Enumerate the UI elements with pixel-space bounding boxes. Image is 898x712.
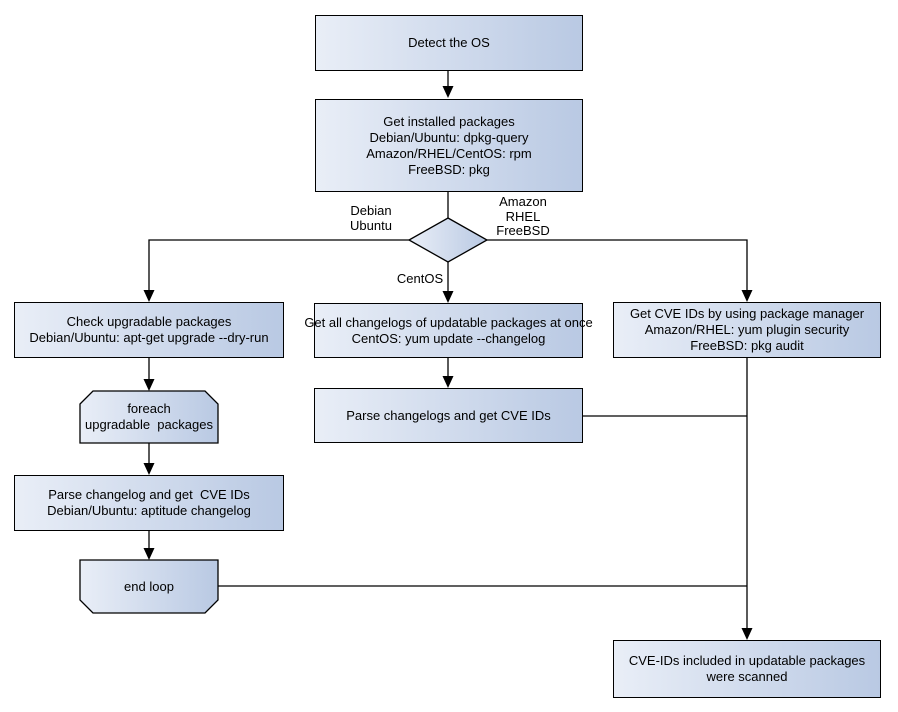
node-detect-os: Detect the OS — [315, 15, 583, 71]
node-text-line: Debian/Ubuntu: apt-get upgrade --dry-run — [29, 330, 269, 345]
edge-merge-to-result — [741, 358, 753, 640]
edge-detect-to-installed — [442, 71, 454, 98]
node-text-line: Parse changelog and get CVE IDs — [48, 487, 250, 502]
node-end-loop-shape — [79, 559, 219, 614]
node-text-line: Detect the OS — [408, 35, 490, 50]
node-text-line: Amazon/RHEL: yum plugin security — [644, 322, 850, 337]
node-foreach-loop-shape — [79, 390, 219, 444]
node-text-line: Debian/Ubuntu: aptitude changelog — [47, 503, 251, 518]
node-text-line: Debian — [350, 203, 392, 218]
node-text-line: Get all changelogs of updatable packages… — [304, 314, 593, 330]
node-text-line: Get installed packages — [383, 113, 515, 129]
node-text-line: Get CVE IDs by using package manager — [629, 306, 865, 321]
node-text-line: CentOS: yum update --changelog — [351, 330, 546, 346]
node-text-line: Debian/Ubuntu: dpkg-query — [369, 129, 529, 145]
node-text-line: FreeBSD: pkg — [408, 161, 490, 177]
edge-changelogs-to-parse-changelogs — [442, 358, 454, 388]
node-text-line: CVE-IDs included in updatable packages — [628, 653, 866, 668]
node-text-line: foreach — [127, 401, 171, 416]
node-parse-changelogs-centos: Parse changelogs and get CVE IDs — [314, 388, 583, 443]
edge-decision-to-get-all-changelogs — [442, 262, 454, 303]
edge-decision-to-check-upgradable — [143, 239, 409, 302]
edge-parse-changelog-to-end-loop — [143, 531, 155, 560]
node-text-line: upgradable packages — [85, 417, 213, 432]
node-text-line: Parse changelogs and get CVE IDs — [346, 407, 551, 423]
node-text-line: FreeBSD: pkg audit — [690, 338, 804, 353]
node-text-line: FreeBSD — [496, 223, 550, 238]
node-get-all-changelogs: Get all changelogs of updatable packages… — [304, 303, 593, 358]
edge-label-centos: CentOS — [370, 271, 470, 287]
edge-foreach-to-parse-changelog — [143, 443, 155, 475]
node-text-line: Amazon — [499, 194, 547, 209]
node-text-line: CentOS — [396, 271, 444, 286]
node-text-line: were scanned — [706, 669, 788, 684]
node-text-line: Ubuntu — [350, 217, 392, 233]
edge-decision-to-get-cve-ids — [487, 239, 753, 302]
edge-check-to-foreach — [143, 358, 155, 391]
node-text-line: Amazon/RHEL/CentOS: rpm — [366, 145, 532, 161]
node-os-decision-diamond — [407, 217, 489, 263]
node-end-loop-label: end loop — [80, 560, 218, 613]
node-text-line: RHEL — [505, 208, 541, 224]
node-text-line: Check upgradable packages — [66, 314, 232, 329]
node-text-line: end loop — [124, 578, 174, 594]
